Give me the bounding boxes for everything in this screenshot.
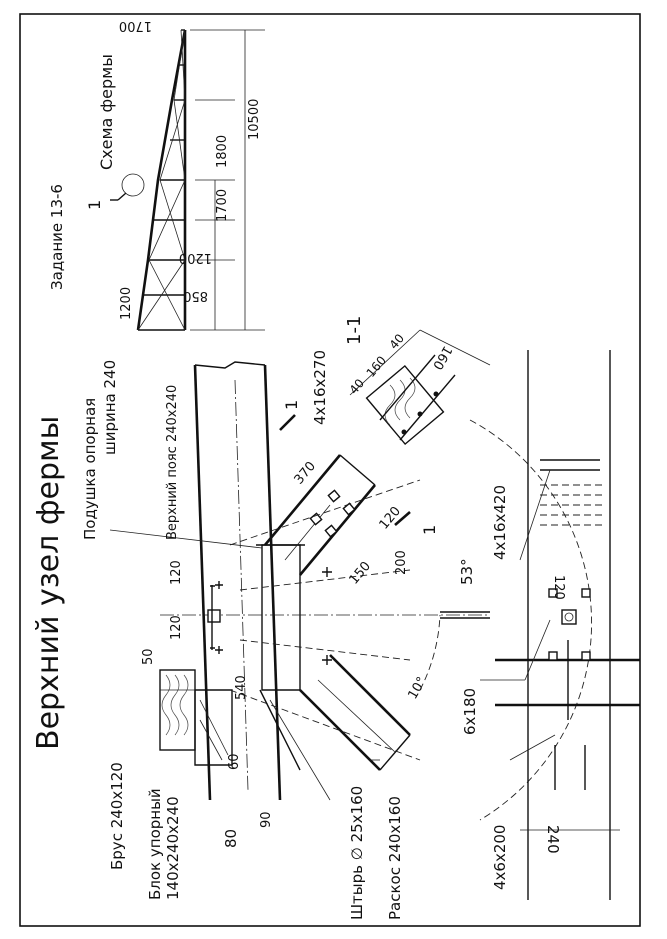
- drawing-title: Верхний узел фермы: [31, 416, 66, 750]
- label-brace: Раскос 240x160: [386, 796, 404, 920]
- label-nail-4x6x200: 4x6x200: [491, 825, 509, 890]
- dim-120-mid: 120: [169, 615, 184, 640]
- scheme-section-mark: 1: [85, 200, 104, 210]
- dim-plan-120: 120: [551, 575, 566, 600]
- dim-angle-53: 53°: [458, 558, 476, 585]
- dim-150: 150: [347, 559, 374, 588]
- sheet-frame: [19, 13, 641, 927]
- scheme-panel-1700: 1700: [215, 189, 230, 222]
- label-support-pad: Подушка опорная: [81, 398, 99, 540]
- beam-and-block: [159, 669, 233, 766]
- dim-120-right: 120: [377, 504, 404, 533]
- label-bolt-6x180: 6x180: [461, 688, 479, 735]
- scheme-title: Схема фермы: [97, 54, 116, 170]
- upper-chord-diagonal: [264, 454, 376, 576]
- truss-scheme: [110, 29, 265, 331]
- dim-60: 60: [227, 753, 242, 770]
- dim-50: 50: [141, 648, 156, 665]
- dim-sec-160: 160: [364, 353, 389, 380]
- support-pad: [256, 544, 305, 691]
- label-stop-block-size: 140x240x240: [164, 796, 182, 900]
- brace: [299, 654, 411, 771]
- label-top-chord: Верхний пояс 240x240: [165, 385, 180, 540]
- leader-pin: [269, 699, 331, 801]
- dim-200: 200: [394, 550, 409, 575]
- pin-and-bolts: [207, 567, 332, 771]
- label-plate-top: 4x16x270: [311, 350, 329, 425]
- dim-120-top: 120: [169, 560, 184, 585]
- scheme-dim-bottom: 1200: [119, 287, 134, 320]
- scheme-panel-1800: 1800: [215, 135, 230, 168]
- dim-540: 540: [234, 675, 249, 700]
- dim-80: 80: [222, 829, 240, 848]
- leader-support-pad: [109, 529, 263, 549]
- dim-sec-40-a: 40: [347, 376, 368, 397]
- section-mark-1: [279, 414, 411, 526]
- scheme-dim-top: 1700: [119, 18, 152, 33]
- label-section-cut-top: 1: [282, 400, 301, 410]
- scheme-total-span: 10500: [247, 99, 262, 140]
- label-stop-block: Блок упорный: [146, 788, 164, 900]
- top-chord: [193, 361, 282, 801]
- label-section-title: 1-1: [344, 316, 365, 345]
- dim-90: 90: [259, 811, 274, 828]
- dim-plan-240: 240: [544, 825, 562, 854]
- scheme-panel-850: 850: [183, 288, 208, 303]
- label-plate-side: 4x16x420: [491, 485, 509, 560]
- scheme-panel-1200: 1200: [179, 250, 212, 265]
- label-support-pad-width: ширина 240: [101, 360, 119, 455]
- label-pin: Штырь ∅ 25x160: [348, 786, 366, 920]
- plan-view: [480, 350, 640, 900]
- dim-angle-10: 10°: [405, 675, 430, 702]
- assignment-number: Задание 13-6: [48, 184, 66, 290]
- section-1-1: [349, 329, 491, 446]
- label-section-cut-bottom: 1: [420, 525, 439, 535]
- dim-sec-40-b: 40: [387, 331, 408, 352]
- label-beam: Брус 240x120: [108, 762, 126, 870]
